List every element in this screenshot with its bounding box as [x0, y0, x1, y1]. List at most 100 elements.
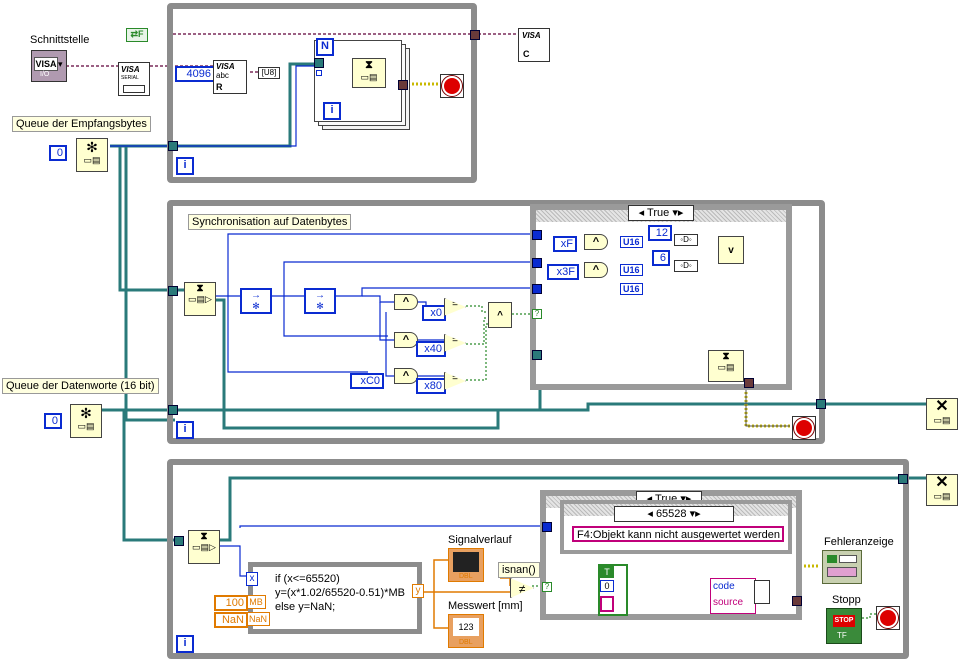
hex-40-constant[interactable]: x40: [416, 341, 446, 357]
while-loop-read[interactable]: [167, 3, 477, 183]
hex-0-constant[interactable]: x0: [422, 305, 446, 321]
dequeue-arrow-icon: ▭▤▷: [188, 294, 212, 304]
and-gate-3[interactable]: ^: [394, 368, 418, 384]
visa-resource-control[interactable]: VISA ▾ I/O: [31, 50, 67, 82]
stop-button-text: STOP: [833, 615, 855, 627]
while-loop-eval[interactable]: [167, 459, 909, 659]
visa-read-text: VISA: [216, 62, 235, 71]
visa-serial-text: VISA: [121, 65, 140, 74]
stopp-button-control[interactable]: STOP TF: [826, 608, 862, 644]
shift-star-icon-2: ✻: [316, 301, 324, 311]
shift-register-1[interactable]: → ✻: [240, 288, 272, 314]
schnittstelle-label: Schnittstelle: [30, 34, 90, 46]
to-u16-2[interactable]: U16: [620, 264, 643, 276]
stop-icon-2: [794, 418, 814, 438]
hex-3f-constant[interactable]: x3F: [547, 264, 579, 280]
logical-shift-2[interactable]: ◦D◦: [674, 260, 698, 272]
bytes-to-read-constant[interactable]: 4096: [175, 66, 215, 82]
dequeue-element-icon-2[interactable]: ⧗ ▭▤▷: [188, 530, 220, 564]
hex-c0-constant[interactable]: xC0: [350, 373, 384, 389]
stopp-label: Stopp: [832, 594, 861, 606]
dequeue-hourglass-icon: ⧗: [196, 283, 204, 294]
compound-and-gate[interactable]: ^: [488, 302, 512, 328]
case-eval-error-tunnel: [792, 596, 802, 606]
dbl-text-2: DBL: [459, 639, 473, 646]
visa-read-icon[interactable]: VISA abc R: [213, 60, 247, 94]
and-gate-1[interactable]: ^: [394, 294, 418, 310]
release-queue-icon-1[interactable]: ✕ ▭▤: [926, 398, 958, 430]
visa-dropdown-icon: ▾: [58, 59, 63, 69]
r-text: R: [216, 82, 223, 92]
queue1-tunnel-top: [168, 141, 178, 151]
mb-constant[interactable]: 100: [214, 595, 248, 611]
compound-or-gate[interactable]: v: [718, 236, 744, 264]
release-queue-icon-2[interactable]: ✕ ▭▤: [926, 474, 958, 506]
enqueue-box-icon-2: ▭▤: [717, 362, 735, 372]
bundle-by-name[interactable]: code source: [710, 578, 756, 614]
case-selector-sync[interactable]: ◂ True ▾▸: [628, 205, 694, 221]
messwert-numeric-indicator[interactable]: 123 DBL: [448, 614, 484, 648]
nan-constant[interactable]: NaN: [214, 612, 248, 628]
fehleranzeige-indicator[interactable]: [822, 550, 862, 584]
hex-80-constant[interactable]: x80: [416, 378, 446, 394]
logical-shift-1[interactable]: ◦D◦: [674, 234, 698, 246]
and-gate-case-2[interactable]: ^: [584, 262, 608, 278]
case-prev-icon-2[interactable]: ◂: [646, 493, 653, 505]
error-cluster-constant[interactable]: T 0: [598, 564, 628, 616]
bundle-node-icon: [754, 580, 770, 604]
enqueue-queue-icon: ▭▤: [360, 72, 378, 82]
case-next-icon-3[interactable]: ▾▸: [689, 508, 701, 520]
obtain-queue-star-icon: ✻: [86, 139, 98, 155]
obtain-queue-icon-2[interactable]: ✻ ▭▤: [70, 404, 102, 438]
queue1-size-constant[interactable]: 0: [49, 145, 67, 161]
visa-close-icon[interactable]: VISA C: [518, 28, 550, 62]
and-gate-2[interactable]: ^: [394, 332, 418, 348]
string-to-byte-array-icon[interactable]: [U8]: [258, 67, 280, 79]
loop-iteration-terminal: i: [176, 157, 194, 175]
enqueue-element-icon-2[interactable]: ⧗ ▭▤: [708, 350, 744, 382]
case-selector-inner[interactable]: ◂ 65528 ▾▸: [614, 506, 734, 522]
case-selector-terminal: ?: [532, 309, 542, 319]
enqueue-element-icon[interactable]: ⧗ ▭▤: [352, 58, 386, 88]
shift-register-2[interactable]: → ✻: [304, 288, 336, 314]
for-loop-count-terminal: N: [316, 38, 334, 56]
serial-port-icon: [123, 85, 145, 93]
error-source-box: [827, 567, 857, 577]
formula-line-1: if (x<=65520): [275, 573, 340, 585]
queue2-size-constant[interactable]: 0: [44, 413, 62, 429]
formula-input-mb: MB: [246, 595, 266, 609]
visa-serial-config-icon[interactable]: VISA SERIAL: [118, 62, 150, 96]
stop-condition-terminal-3[interactable]: [876, 606, 900, 630]
to-u16-1[interactable]: U16: [620, 236, 643, 248]
hex-f-constant[interactable]: xF: [553, 236, 577, 252]
obtain-queue-box-icon: ▭▤: [83, 155, 101, 165]
stop-condition-terminal-2[interactable]: [792, 416, 816, 440]
queue2-tunnel-bottom: [174, 536, 184, 546]
case-next-icon-2[interactable]: ▾▸: [680, 493, 692, 505]
stop-condition-terminal[interactable]: [440, 74, 464, 98]
auto-index-tunnel: [316, 70, 322, 76]
case-error-tunnel: [744, 378, 754, 388]
while-loop-sync[interactable]: [167, 200, 825, 444]
case-selector-value: True: [647, 207, 670, 219]
and-gate-case-1[interactable]: ^: [584, 234, 608, 250]
error-message-constant[interactable]: F4:Objekt kann nicht ausgewertet werden: [572, 526, 784, 542]
to-u16-3[interactable]: U16: [620, 283, 643, 295]
signalverlauf-chart-indicator[interactable]: DBL: [448, 548, 484, 582]
shift-star-icon-1: ✻: [252, 301, 260, 311]
case-next-icon[interactable]: ▾▸: [672, 207, 684, 219]
boolean-constant-false[interactable]: ⇄F: [126, 28, 148, 42]
shift-12-constant[interactable]: 12: [648, 225, 672, 241]
visa-c-text: C: [523, 49, 530, 59]
case-prev-icon[interactable]: ◂: [638, 207, 645, 219]
bundle-source-label: source: [713, 597, 744, 608]
obtain-queue-icon[interactable]: ✻ ▭▤: [76, 138, 108, 172]
formula-node[interactable]: if (x<=65520) y=(x*1.02/65520-0.51)*MB e…: [248, 562, 422, 634]
chart-screen-icon: [453, 552, 479, 572]
case-prev-icon-3[interactable]: ◂: [647, 508, 653, 520]
shift-6-constant[interactable]: 6: [652, 250, 670, 266]
obtain-queue-box-icon-2: ▭▤: [77, 421, 95, 431]
dequeue-element-icon[interactable]: ⧗ ▭▤▷: [184, 282, 216, 316]
abc-text: abc: [216, 71, 229, 80]
